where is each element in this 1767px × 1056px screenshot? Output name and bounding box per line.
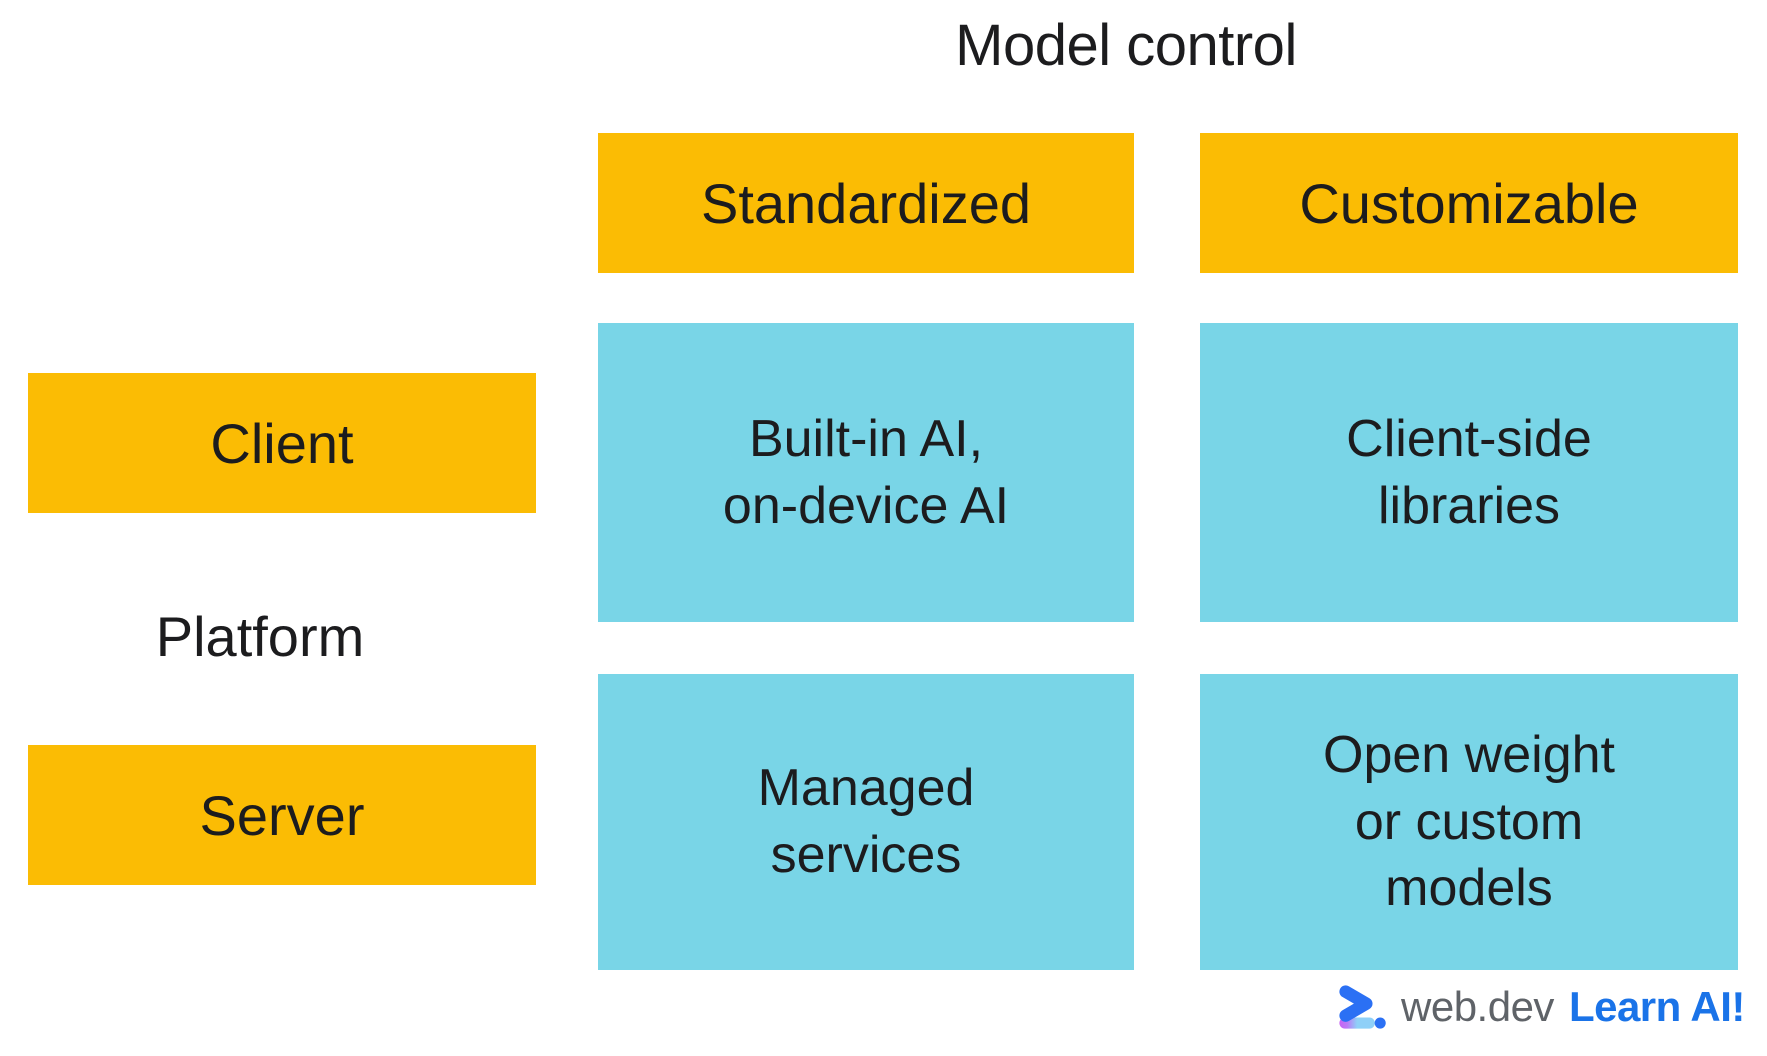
brand-name: web.dev bbox=[1401, 983, 1554, 1030]
cell-server-customizable-text: Open weight or custom models bbox=[1323, 726, 1615, 918]
row-header-server-label: Server bbox=[199, 783, 365, 847]
row-header-client: Client bbox=[28, 373, 536, 513]
cell-client-customizable-text: Client-side libraries bbox=[1346, 409, 1592, 535]
row-header-server: Server bbox=[28, 745, 536, 885]
diagram-title: Model control bbox=[955, 13, 1297, 78]
cell-server-customizable: Open weight or custom models bbox=[1200, 674, 1738, 970]
row-axis-label: Platform bbox=[155, 605, 365, 668]
row-header-client-label: Client bbox=[210, 411, 354, 475]
cell-client-standardized: Built-in AI, on-device AI bbox=[598, 323, 1134, 622]
footer-brand-lockup: web.dev Learn AI! bbox=[1336, 981, 1745, 1033]
cell-client-customizable: Client-side libraries bbox=[1200, 323, 1738, 622]
column-header-customizable-label: Customizable bbox=[1299, 171, 1639, 235]
learn-ai-label: Learn AI! bbox=[1568, 983, 1745, 1030]
column-header-standardized: Standardized bbox=[598, 133, 1134, 273]
cell-client-standardized-text: Built-in AI, on-device AI bbox=[722, 409, 1010, 535]
cell-server-standardized: Managed services bbox=[598, 674, 1134, 970]
column-header-standardized-label: Standardized bbox=[700, 171, 1031, 235]
column-header-customizable: Customizable bbox=[1200, 133, 1738, 273]
web-dev-learn-logo-icon bbox=[1339, 985, 1386, 1029]
cell-server-standardized-text: Managed services bbox=[757, 759, 975, 884]
